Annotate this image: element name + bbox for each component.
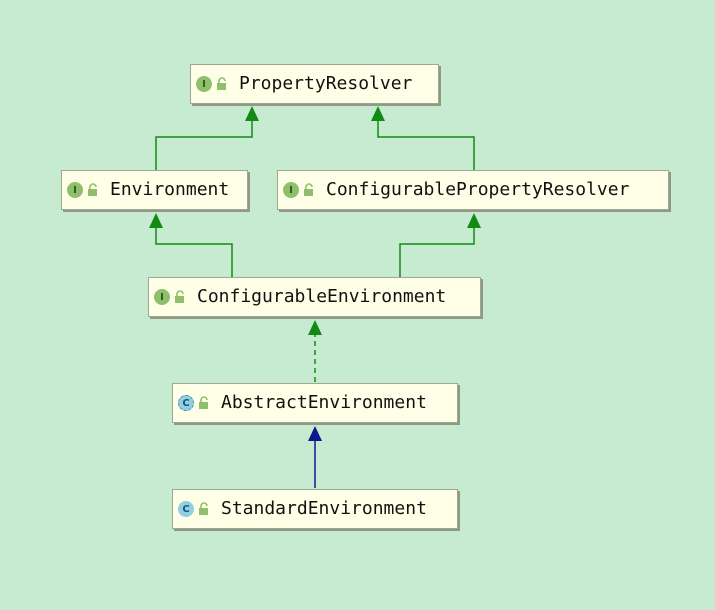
lock-icon [88, 183, 97, 196]
node-configurable-environment[interactable]: I ConfigurableEnvironment [148, 277, 481, 317]
node-property-resolver[interactable]: I PropertyResolver [190, 64, 439, 104]
interface-icon: I [283, 182, 299, 198]
node-environment[interactable]: I Environment [61, 170, 248, 210]
edge-configurable-environment-to-configurable-property-resolver [399, 227, 475, 277]
node-label: Environment [110, 179, 230, 200]
arrowhead-configurable-environment [308, 320, 322, 335]
arrowhead-property-resolver-right [371, 106, 385, 121]
lock-icon [199, 502, 208, 515]
edge-environment-to-property-resolver [155, 120, 253, 170]
edge-configurable-environment-to-environment [155, 227, 233, 277]
node-label: StandardEnvironment [221, 498, 427, 519]
node-abstract-environment[interactable]: C AbstractEnvironment [172, 383, 458, 423]
arrowhead-configurable-property-resolver [467, 213, 481, 228]
node-label: ConfigurableEnvironment [197, 286, 447, 307]
interface-icon: I [67, 182, 83, 198]
lock-icon [199, 396, 208, 409]
node-label: ConfigurablePropertyResolver [326, 179, 630, 200]
node-label: AbstractEnvironment [221, 392, 427, 413]
lock-icon [304, 183, 313, 196]
node-standard-environment[interactable]: C StandardEnvironment [172, 489, 458, 529]
node-label: PropertyResolver [239, 73, 413, 94]
interface-icon: I [154, 289, 170, 305]
node-configurable-property-resolver[interactable]: I ConfigurablePropertyResolver [277, 170, 669, 210]
edge-configurable-property-resolver-to-property-resolver [377, 120, 475, 170]
arrowhead-property-resolver-left [245, 106, 259, 121]
arrowhead-environment [149, 213, 163, 228]
abstract-class-icon: C [178, 395, 194, 411]
lock-icon [175, 290, 184, 303]
lock-icon [217, 77, 226, 90]
class-icon: C [178, 501, 194, 517]
arrowhead-abstract-environment [308, 426, 322, 441]
interface-icon: I [196, 76, 212, 92]
